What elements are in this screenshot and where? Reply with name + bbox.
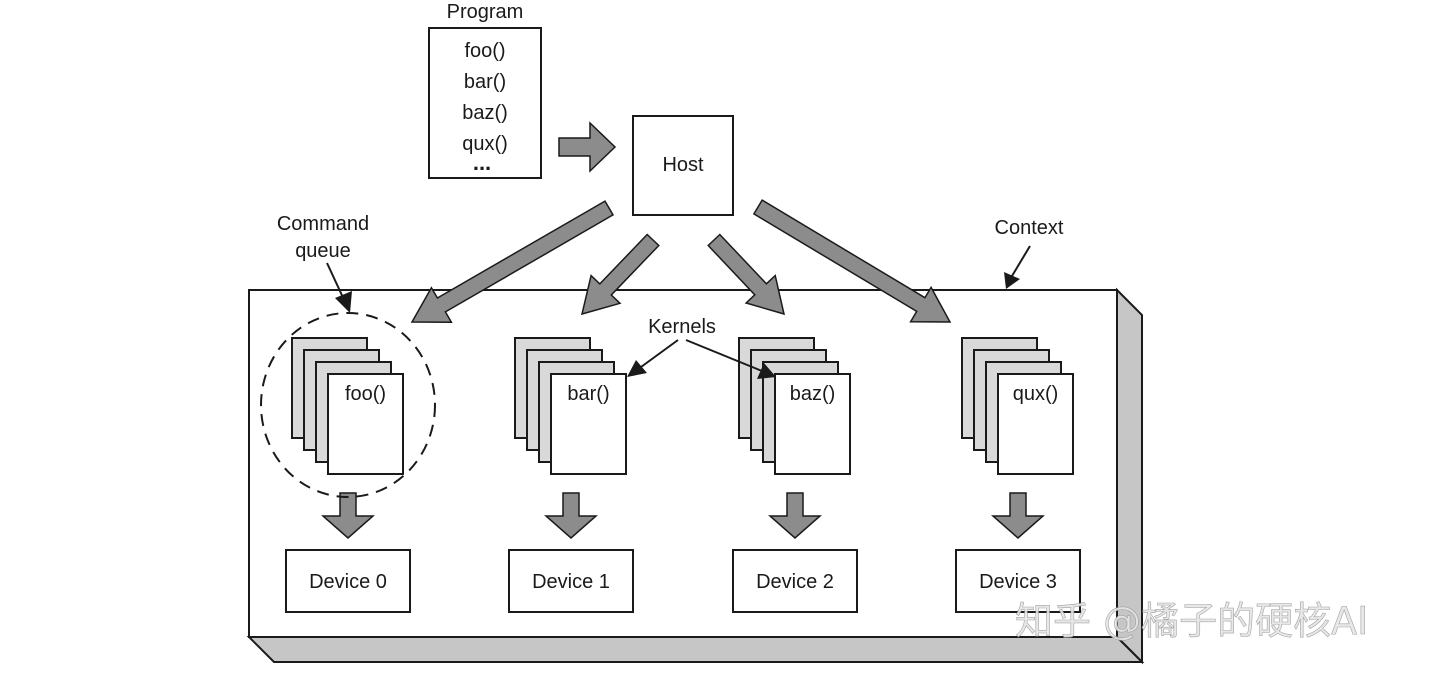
device-label: Device 1 xyxy=(532,571,610,593)
command-queues: foo() Device 0 bar() Device 1 baz() Device 2 q… xyxy=(285,337,1081,613)
host-to-queue-arrow xyxy=(410,200,615,324)
host-to-queue-arrow xyxy=(752,199,952,323)
program-function: qux() xyxy=(462,133,508,155)
queue-to-device-arrow xyxy=(991,492,1045,539)
command-queue-2: baz() Device 2 xyxy=(732,337,858,613)
program-function: baz() xyxy=(462,102,508,124)
device-box xyxy=(508,549,634,613)
queue-to-device-arrow xyxy=(321,492,375,539)
kernel-label: foo() xyxy=(345,383,386,405)
host-label: Host xyxy=(662,154,704,176)
command-queue-pointer-head xyxy=(335,291,352,313)
kernels-pointer-right-head xyxy=(757,363,776,379)
command-queue-highlight xyxy=(260,312,436,498)
kernel-label: qux() xyxy=(1013,383,1059,405)
context-side-bottom xyxy=(246,636,1145,663)
kernel-label: baz() xyxy=(790,383,836,405)
program-function: bar() xyxy=(464,71,506,93)
device-box xyxy=(732,549,858,613)
command-queue-1: bar() Device 1 xyxy=(508,337,634,613)
program-block: Program foo() bar() baz() qux() ... xyxy=(428,1,542,179)
queue-to-device-arrow xyxy=(544,492,598,539)
program-box xyxy=(428,27,542,179)
device-label: Device 2 xyxy=(756,571,834,593)
host-to-queue-arrow xyxy=(707,233,786,316)
command-queue-3: qux() Device 3 xyxy=(955,337,1081,613)
device-label: Device 3 xyxy=(979,571,1057,593)
command-queue-0: foo() Device 0 xyxy=(285,337,411,613)
device-2: Device 2 xyxy=(732,549,858,613)
kernels-label: Kernels xyxy=(648,316,716,338)
program-function: foo() xyxy=(464,40,505,62)
context-label: Context xyxy=(995,217,1064,239)
device-1: Device 1 xyxy=(508,549,634,613)
program-ellipsis: ... xyxy=(473,150,491,175)
host-box xyxy=(632,115,734,216)
device-0: Device 0 xyxy=(285,549,411,613)
command-queue-label-line2: queue xyxy=(295,240,351,262)
kernel-card xyxy=(550,373,627,475)
queue-to-device-arrow xyxy=(768,492,822,539)
kernels-pointer-left xyxy=(640,339,679,368)
kernels-pointer-right xyxy=(685,339,763,372)
command-queue-label-line1: Command xyxy=(277,213,369,235)
context-pointer-head xyxy=(1004,272,1020,289)
kernel-label: bar() xyxy=(567,383,609,405)
device-box xyxy=(285,549,411,613)
device-label: Device 0 xyxy=(309,571,387,593)
host-to-queue-arrows xyxy=(410,199,952,324)
kernel-card xyxy=(327,373,404,475)
context-annotation: Context xyxy=(995,217,1064,289)
command-queue-annotation: Command queue xyxy=(277,213,369,313)
kernel-card xyxy=(997,373,1074,475)
watermark: 知乎 @橘子的硬核AI xyxy=(1015,599,1368,643)
program-to-host-arrow xyxy=(558,121,617,173)
host-block: Host xyxy=(632,115,734,216)
host-to-queue-arrow xyxy=(580,233,660,316)
kernels-pointer-left-head xyxy=(627,360,647,377)
device-3: Device 3 xyxy=(955,549,1081,613)
context-pointer xyxy=(1011,245,1031,277)
kernel-card xyxy=(774,373,851,475)
device-box xyxy=(955,549,1081,613)
kernels-annotation: Kernels xyxy=(627,316,776,379)
program-title: Program xyxy=(447,1,524,23)
